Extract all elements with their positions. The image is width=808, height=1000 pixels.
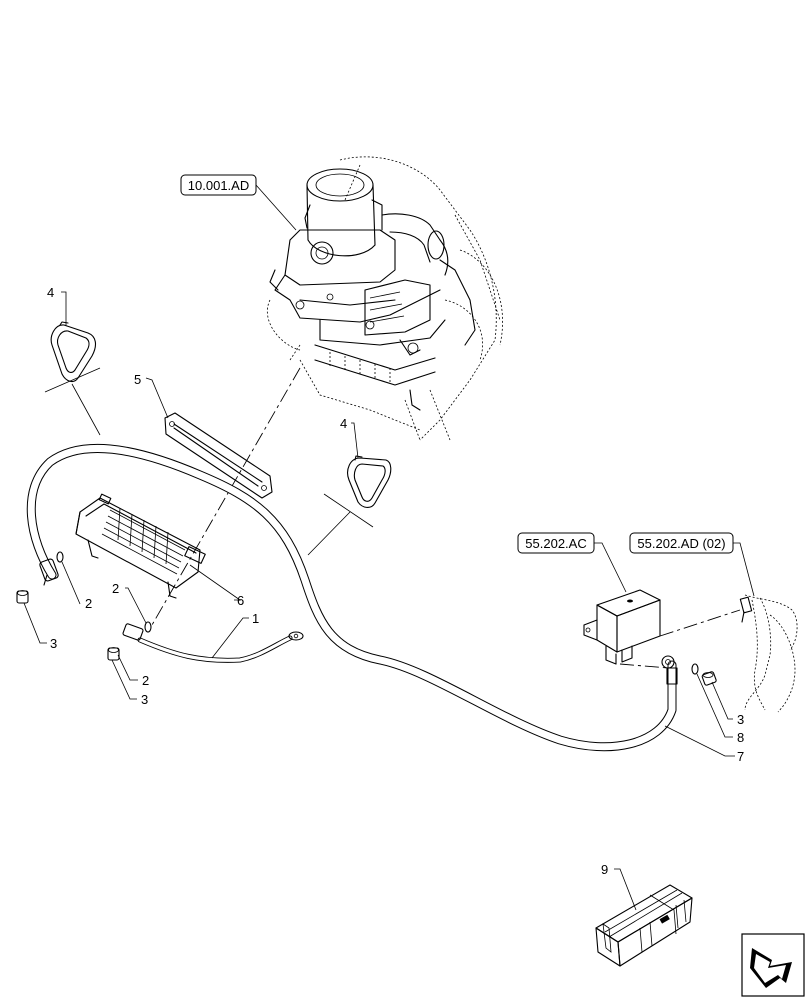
ref-relay-box[interactable]: 55.202.AC	[517, 532, 595, 554]
callout-3-right: 3	[737, 712, 744, 727]
positive-cable	[122, 623, 304, 663]
ref-harness-label: 55.202.AD (02)	[637, 536, 725, 551]
callout-5: 5	[134, 372, 141, 387]
nut-relay	[701, 671, 717, 686]
ref-engine-box[interactable]: 10.001.AD	[180, 174, 257, 196]
washer-mid	[144, 621, 152, 633]
cable-terminal-left	[39, 558, 59, 586]
nut-left	[16, 590, 29, 604]
heater-gasket	[164, 412, 273, 499]
relay-link	[659, 609, 741, 637]
ref-relay-label: 55.202.AC	[525, 536, 586, 551]
callout-8: 8	[737, 730, 744, 745]
callout-4-left: 4	[47, 285, 54, 300]
callout-6: 6	[237, 593, 244, 608]
callout-2-mid-bottom: 2	[142, 673, 149, 688]
washer-relay	[691, 663, 699, 675]
washer-left	[56, 551, 64, 563]
relay-unit	[583, 589, 661, 665]
orientation-arrow-icon	[741, 933, 805, 997]
wiring-harness	[739, 594, 798, 713]
parts-kit-box	[595, 884, 693, 967]
relay-link-2	[619, 663, 669, 669]
callout-7: 7	[737, 749, 744, 764]
callout-4-right: 4	[340, 416, 347, 431]
cable-clip-right	[347, 455, 392, 508]
ref-harness-box[interactable]: 55.202.AD (02)	[629, 532, 734, 554]
nut-mid	[107, 647, 120, 661]
callout-9: 9	[601, 862, 608, 877]
ref-relay-leader	[594, 542, 627, 593]
ref-harness-leader	[733, 542, 755, 597]
cable-terminal-right	[661, 655, 678, 685]
grid-heater	[75, 493, 206, 599]
engine-block-illustration	[267, 156, 503, 441]
callout-2-mid-top: 2	[112, 581, 119, 596]
callout-1: 1	[252, 611, 259, 626]
callout-3-mid: 3	[141, 692, 148, 707]
callout-3-left: 3	[50, 636, 57, 651]
callout-leaders	[23, 291, 735, 911]
main-battery-cable	[26, 443, 677, 752]
callout-2-left: 2	[85, 596, 92, 611]
ref-engine-leader	[255, 184, 297, 231]
ref-engine-label: 10.001.AD	[188, 178, 249, 193]
